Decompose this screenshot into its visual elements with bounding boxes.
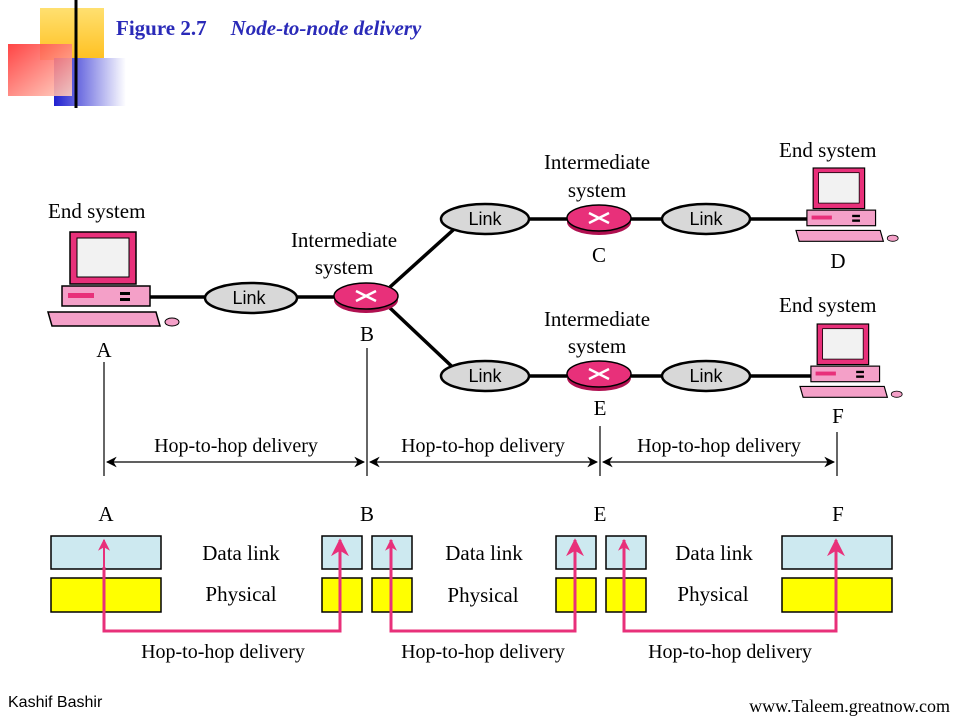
router-cross-icon	[588, 211, 610, 225]
data-link-box-a	[50, 535, 162, 570]
router-cross-icon	[355, 289, 377, 303]
hop-path-e-f	[622, 538, 845, 633]
hop-label-lower-2: Hop-to-hop delivery	[401, 641, 565, 663]
header-decoration	[8, 0, 960, 108]
link-label: Link	[468, 366, 502, 386]
decor-red-square	[8, 44, 72, 96]
data-link-label-2: Data link	[445, 541, 523, 565]
physical-box-e-out	[605, 577, 647, 613]
layer-node-label-b: B	[360, 502, 374, 526]
node-label-c: C	[592, 243, 606, 267]
hop-label-upper-2: Hop-to-hop delivery	[401, 435, 565, 457]
node-label-a: A	[96, 338, 112, 362]
computer-d-icon	[795, 167, 899, 242]
intermediate-label-c-line1: Intermediate	[544, 150, 650, 174]
intermediate-label-b-line2: system	[315, 255, 373, 279]
physical-label-3: Physical	[677, 582, 748, 606]
link-ovals: Link Link Link Link Link	[203, 202, 752, 393]
link-label: Link	[689, 209, 723, 229]
computer-a-icon	[47, 231, 180, 327]
physical-box-b-in	[321, 577, 363, 613]
layer-node-label-f: F	[832, 502, 844, 526]
data-link-box-e-out	[605, 535, 647, 570]
hop-label-upper-3: Hop-to-hop delivery	[637, 435, 801, 457]
link-oval-ab: Link	[203, 281, 299, 315]
intermediate-label-e-line2: system	[568, 334, 626, 358]
figure-caption: Node-to-node delivery	[230, 16, 422, 40]
hop-label-lower-1: Hop-to-hop delivery	[141, 641, 305, 663]
node-label-f: F	[832, 404, 844, 428]
physical-label-2: Physical	[447, 583, 518, 607]
link-oval-c-d: Link	[660, 202, 752, 236]
intermediate-label-c-line2: system	[568, 178, 626, 202]
physical-label-1: Physical	[205, 582, 276, 606]
router-e	[566, 360, 632, 391]
end-system-label-f: End system	[779, 293, 876, 317]
link-label: Link	[232, 288, 266, 308]
hop-delivery-paths	[102, 538, 845, 633]
figure-number: Figure 2.7	[116, 16, 207, 40]
hop-label-lower-3: Hop-to-hop delivery	[648, 641, 812, 663]
intermediate-label-e-line1: Intermediate	[544, 307, 650, 331]
link-label: Link	[468, 209, 502, 229]
layer-node-label-e: E	[594, 502, 607, 526]
node-label-b: B	[360, 322, 374, 346]
data-link-label-1: Data link	[202, 541, 280, 565]
layer-node-label-a: A	[98, 502, 114, 526]
router-c	[566, 204, 632, 235]
router-cross-icon	[588, 367, 610, 381]
intermediate-label-b-line1: Intermediate	[291, 228, 397, 252]
node-label-d: D	[830, 249, 845, 273]
link-oval-e-f: Link	[660, 359, 752, 393]
hop-path-b-e	[389, 538, 584, 633]
physical-box-a	[50, 577, 162, 613]
end-system-label-d: End system	[779, 138, 876, 162]
hop-label-upper-1: Hop-to-hop delivery	[154, 435, 318, 457]
network-labels: End system End system End system Interme…	[48, 138, 876, 428]
website-footer: www.Taleem.greatnow.com	[749, 696, 950, 716]
link-oval-b-c: Link	[439, 202, 531, 236]
node-label-e: E	[594, 396, 607, 420]
link-oval-b-e: Link	[439, 359, 531, 393]
hop-path-a-b	[102, 538, 349, 633]
computer-f-icon	[799, 323, 903, 398]
link-label: Link	[689, 366, 723, 386]
data-link-box-b-in	[321, 535, 363, 570]
figure-title: Figure 2.7 Node-to-node delivery	[116, 16, 421, 41]
data-link-label-3: Data link	[675, 541, 753, 565]
author-footer: Kashif Bashir	[8, 694, 103, 711]
end-system-label-a: End system	[48, 199, 145, 223]
reference-lines	[103, 348, 838, 476]
router-b	[333, 282, 399, 313]
